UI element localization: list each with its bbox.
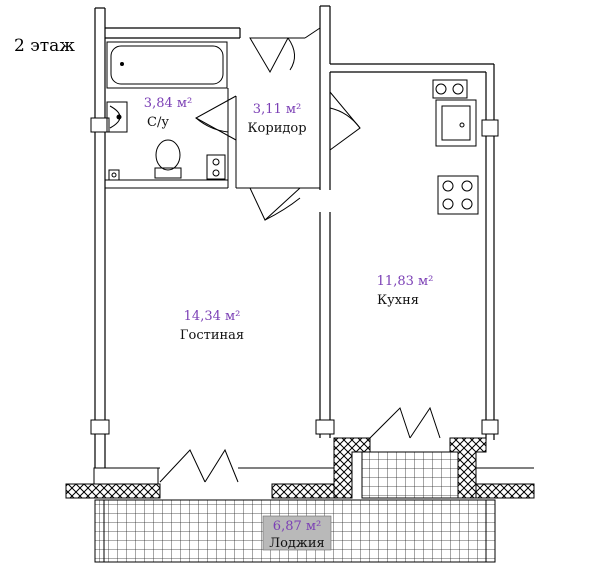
loggia-label-bg xyxy=(262,515,332,551)
corridor-name: Коридор xyxy=(247,121,306,136)
corridor-door-top xyxy=(249,37,305,74)
stove-icon xyxy=(437,175,479,215)
bathroom-name: С/у xyxy=(147,115,169,130)
bathroom xyxy=(105,41,237,189)
balcony-doors xyxy=(159,406,441,483)
kitchen-name: Кухня xyxy=(377,293,419,308)
bathroom-area: 3,84 м² xyxy=(144,96,192,111)
floor-label: 2 этаж xyxy=(14,36,75,56)
parapet xyxy=(65,437,535,499)
loggia-area: 6,87 м² xyxy=(273,519,321,534)
loggia-name: Лоджия xyxy=(269,536,325,551)
fixture-icon xyxy=(206,154,226,180)
window-marks xyxy=(90,117,499,435)
bathroom-door xyxy=(194,95,237,141)
corridor xyxy=(194,27,361,221)
living-room-name: Гостиная xyxy=(180,328,244,343)
toilet-icon xyxy=(154,139,182,179)
drain-icon xyxy=(108,169,120,181)
kitchen-appliances xyxy=(432,79,479,215)
bathtub-icon xyxy=(106,41,228,89)
living-room-area: 14,34 м² xyxy=(184,309,241,324)
outer-walls xyxy=(94,5,495,470)
hob-icon-top xyxy=(432,79,468,99)
sink-icon-kitchen xyxy=(435,99,477,147)
kitchen-area: 11,83 м² xyxy=(377,274,434,289)
corridor-area: 3,11 м² xyxy=(253,102,301,117)
kitchen-door xyxy=(329,91,361,151)
room-labels: 3,84 м² С/у 3,11 м² Коридор 11,83 м² Кух… xyxy=(144,96,434,551)
sink-icon xyxy=(106,101,128,133)
